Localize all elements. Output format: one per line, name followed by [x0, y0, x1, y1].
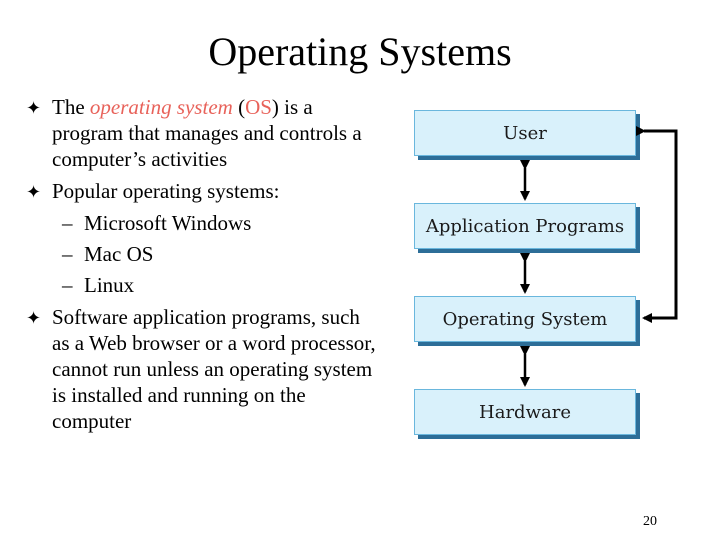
- bullet-text: Popular operating systems:: [52, 179, 280, 203]
- sub-item-windows: –Microsoft Windows: [62, 211, 252, 235]
- box-application-programs: Application Programs: [414, 203, 636, 249]
- slide-title: Operating Systems: [208, 29, 512, 74]
- term-operating-system: operating system: [89, 95, 233, 119]
- box-hardware: Hardware: [414, 389, 636, 435]
- four-point-star-icon: ✦: [26, 98, 42, 118]
- arrow-user-os-loop: [636, 126, 678, 323]
- bullet-item-os-definition: ✦ The operating system (OS) is a program…: [26, 94, 376, 172]
- term-os: OS: [245, 95, 272, 119]
- box-user: User: [414, 110, 636, 156]
- bullet-item-popular-os: ✦ Popular operating systems:: [26, 178, 376, 204]
- box-operating-system: Operating System: [414, 296, 636, 342]
- bullet-list: ✦ The operating system (OS) is a program…: [26, 94, 376, 440]
- sub-item-linux: –Linux: [62, 273, 135, 297]
- dash-icon: –: [62, 242, 73, 266]
- sub-bullet-list: –Microsoft Windows –Mac OS –Linux: [26, 210, 376, 298]
- bullet-text: Software application programs, such as a…: [52, 305, 376, 433]
- page-number: 20: [643, 514, 657, 529]
- sub-item-macos: –Mac OS: [62, 242, 154, 266]
- dash-icon: –: [62, 211, 73, 235]
- bullet-text: The operating system (OS) is a program t…: [52, 95, 362, 171]
- bullet-item-software: ✦ Software application programs, such as…: [26, 304, 376, 434]
- four-point-star-icon: ✦: [26, 182, 42, 202]
- dash-icon: –: [62, 273, 73, 297]
- four-point-star-icon: ✦: [26, 308, 42, 328]
